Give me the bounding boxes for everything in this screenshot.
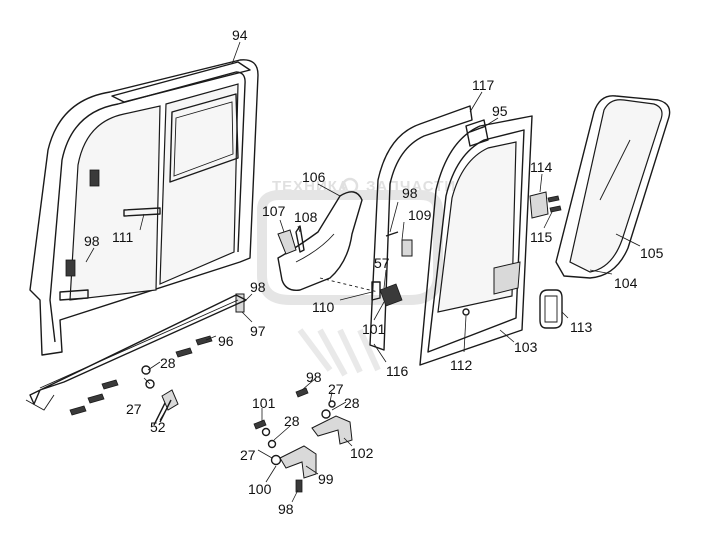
callout-99: 99 [318, 471, 334, 487]
door-part-103 [419, 115, 533, 366]
callout-107: 107 [262, 203, 286, 219]
window-glass-part-105 [569, 99, 663, 273]
callout-97: 97 [250, 323, 266, 339]
door-sill-part-96 [25, 294, 247, 411]
callout-116: 116 [386, 363, 409, 379]
callout-115: 115 [530, 229, 553, 245]
handle-part-107 [277, 229, 297, 255]
watermark-emblem-icon [257, 190, 443, 305]
callout-28: 28 [344, 395, 360, 411]
callout-106: 106 [302, 169, 326, 185]
callout-98: 98 [84, 233, 100, 249]
callout-98: 98 [250, 279, 266, 295]
callout-28: 28 [284, 413, 300, 429]
lock-part-114 [529, 191, 562, 219]
callout-96: 96 [218, 333, 234, 349]
callout-108: 108 [294, 209, 318, 225]
callout-117: 117 [472, 77, 495, 93]
callout-94: 94 [232, 27, 248, 43]
callout-105: 105 [640, 245, 664, 261]
callout-52: 52 [150, 419, 166, 435]
callout-27: 27 [126, 401, 142, 417]
callout-57: 57 [374, 255, 390, 271]
callout-95: 95 [492, 103, 508, 119]
cover-part-113 [539, 289, 563, 329]
latch-parts [319, 231, 413, 307]
handle-part-108 [295, 225, 305, 253]
callout-98: 98 [306, 369, 322, 385]
callout-111: 111 [112, 229, 133, 245]
callout-27: 27 [240, 447, 256, 463]
callout-101: 101 [362, 321, 386, 337]
callout-98: 98 [278, 501, 294, 517]
callout-101: 101 [252, 395, 276, 411]
hinge-part-95 [465, 119, 489, 147]
callout-98: 98 [402, 185, 418, 201]
callout-110: 110 [312, 299, 335, 315]
callout-104: 104 [614, 275, 638, 291]
callout-28: 28 [160, 355, 176, 371]
hinge-part-99 [253, 419, 317, 493]
leader-lines [85, 41, 641, 503]
callout-113: 113 [570, 319, 593, 335]
callout-27: 27 [328, 381, 344, 397]
callout-103: 103 [514, 339, 538, 355]
watermark: ТЕХНИКА ЗАПЧАСТИ [257, 177, 455, 377]
callout-labels: 94 117 95 106 98 114 107 108 109 111 98 … [84, 27, 664, 517]
callout-109: 109 [408, 207, 432, 223]
bolt-set-sill [69, 335, 213, 426]
callout-100: 100 [248, 481, 272, 497]
hinge-part-102 [295, 387, 353, 445]
seal-part-117 [369, 105, 473, 351]
callout-102: 102 [350, 445, 374, 461]
callout-112: 112 [450, 357, 473, 373]
callout-114: 114 [530, 159, 553, 175]
